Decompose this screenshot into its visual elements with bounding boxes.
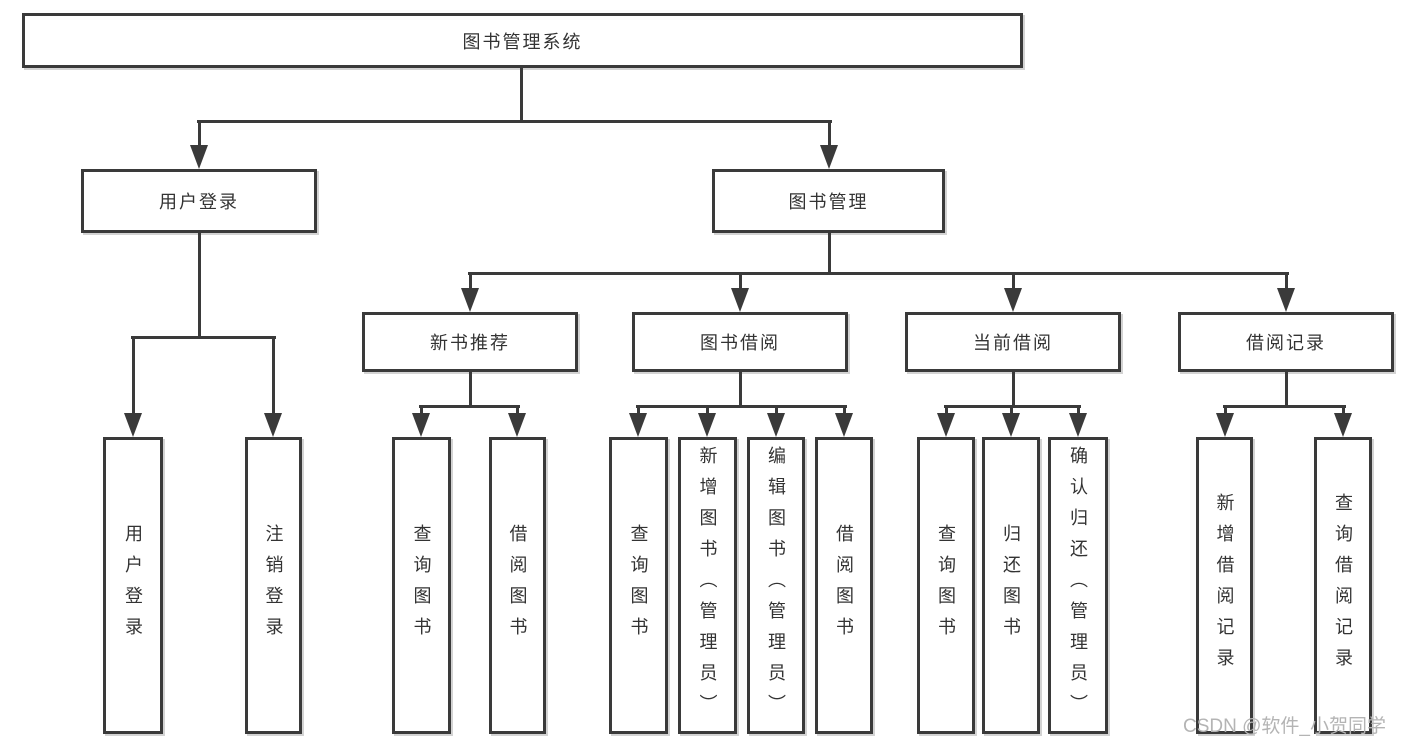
connector-line bbox=[1077, 405, 1080, 416]
node-borrow-books-recommend: 借阅图书 bbox=[489, 437, 546, 734]
arrow-down-icon bbox=[412, 413, 430, 437]
connector-line bbox=[945, 405, 948, 416]
node-query-books-borrowing: 查询图书 bbox=[609, 437, 668, 734]
node-label: 归还图书 bbox=[1001, 523, 1021, 648]
node-return-books: 归还图书 bbox=[982, 437, 1040, 734]
arrow-down-icon bbox=[124, 413, 142, 437]
connector-line bbox=[1012, 372, 1015, 408]
connector-line bbox=[1285, 372, 1288, 408]
connector-line bbox=[516, 405, 519, 416]
connector-line bbox=[1012, 272, 1015, 291]
node-current-borrowing: 当前借阅 bbox=[905, 312, 1121, 372]
arrow-down-icon bbox=[1002, 413, 1020, 437]
node-book-borrowing: 图书借阅 bbox=[632, 312, 848, 372]
node-label: 当前借阅 bbox=[973, 333, 1053, 353]
connector-line bbox=[1010, 405, 1013, 416]
connector-line bbox=[1224, 405, 1227, 416]
connector-line bbox=[828, 120, 831, 148]
node-label: 注销登录 bbox=[263, 523, 284, 648]
arrow-down-icon bbox=[731, 288, 749, 312]
connector-line bbox=[828, 233, 831, 275]
arrow-down-icon bbox=[190, 145, 208, 169]
node-label: 查询图书 bbox=[411, 523, 432, 648]
arrow-down-icon bbox=[629, 413, 647, 437]
connector-line bbox=[197, 120, 832, 123]
connector-line bbox=[775, 405, 778, 416]
connector-line bbox=[520, 65, 523, 123]
node-query-borrow-record: 查询借阅记录 bbox=[1314, 437, 1372, 734]
connector-line bbox=[636, 405, 847, 408]
node-confirm-return-admin: 确认归还（管理员） bbox=[1048, 437, 1108, 734]
node-label: 借阅图书 bbox=[834, 523, 854, 648]
node-borrowing-records: 借阅记录 bbox=[1178, 312, 1394, 372]
connector-line bbox=[1223, 405, 1346, 408]
arrow-down-icon bbox=[461, 288, 479, 312]
node-label: 图书借阅 bbox=[700, 333, 780, 353]
node-label: 编辑图书（管理员） bbox=[766, 446, 786, 725]
node-new-book-recommendation: 新书推荐 bbox=[362, 312, 578, 372]
arrow-down-icon bbox=[1004, 288, 1022, 312]
node-label: 查询借阅记录 bbox=[1333, 492, 1353, 679]
connector-line bbox=[420, 405, 423, 416]
node-edit-books-admin: 编辑图书（管理员） bbox=[747, 437, 805, 734]
arrow-down-icon bbox=[508, 413, 526, 437]
arrow-down-icon bbox=[1277, 288, 1295, 312]
connector-line bbox=[637, 405, 640, 416]
node-label: 图书管理系统 bbox=[462, 31, 583, 52]
connector-line bbox=[132, 336, 135, 416]
connector-line bbox=[272, 336, 275, 416]
connector-line bbox=[131, 336, 276, 339]
connector-line bbox=[739, 272, 742, 291]
node-query-books-current: 查询图书 bbox=[917, 437, 975, 734]
arrow-down-icon bbox=[1334, 413, 1352, 437]
node-label: 用户登录 bbox=[159, 192, 239, 212]
node-user-login: 用户登录 bbox=[103, 437, 163, 734]
node-library-management-system: 图书管理系统 bbox=[22, 13, 1023, 68]
connector-line bbox=[706, 405, 709, 416]
node-label: 查询图书 bbox=[628, 523, 649, 648]
node-add-borrow-record: 新增借阅记录 bbox=[1196, 437, 1253, 734]
node-label: 图书管理 bbox=[788, 192, 869, 212]
node-borrow-books: 借阅图书 bbox=[815, 437, 873, 734]
connector-line bbox=[843, 405, 846, 416]
node-query-books-recommend: 查询图书 bbox=[392, 437, 451, 734]
arrow-down-icon bbox=[1069, 413, 1087, 437]
arrow-down-icon bbox=[767, 413, 785, 437]
connector-line bbox=[198, 233, 201, 339]
connector-line bbox=[468, 272, 1289, 275]
arrow-down-icon bbox=[264, 413, 282, 437]
connector-line bbox=[469, 272, 472, 291]
node-label: 新增图书（管理员） bbox=[697, 446, 718, 725]
arrow-down-icon bbox=[937, 413, 955, 437]
arrow-down-icon bbox=[835, 413, 853, 437]
node-add-books-admin: 新增图书（管理员） bbox=[678, 437, 737, 734]
csdn-watermark: CSDN @软件_小贺同学 bbox=[1183, 716, 1386, 737]
node-label: 新书推荐 bbox=[430, 333, 510, 353]
connector-line bbox=[469, 372, 472, 408]
node-book-management-branch: 图书管理 bbox=[712, 169, 945, 233]
node-label: 确认归还（管理员） bbox=[1068, 446, 1088, 725]
node-label: 新增借阅记录 bbox=[1214, 492, 1235, 679]
connector-line bbox=[198, 120, 201, 148]
arrow-down-icon bbox=[1216, 413, 1234, 437]
node-label: 查询图书 bbox=[936, 523, 956, 648]
connector-line bbox=[1285, 272, 1288, 291]
connector-line bbox=[419, 405, 520, 408]
arrow-down-icon bbox=[698, 413, 716, 437]
connector-line bbox=[739, 372, 742, 408]
node-label: 用户登录 bbox=[123, 523, 143, 648]
node-label: 借阅记录 bbox=[1246, 333, 1326, 353]
node-label: 借阅图书 bbox=[507, 523, 528, 648]
arrow-down-icon bbox=[820, 145, 838, 169]
node-logout-login: 注销登录 bbox=[245, 437, 302, 734]
connector-line bbox=[1342, 405, 1345, 416]
node-user-login-branch: 用户登录 bbox=[81, 169, 317, 233]
